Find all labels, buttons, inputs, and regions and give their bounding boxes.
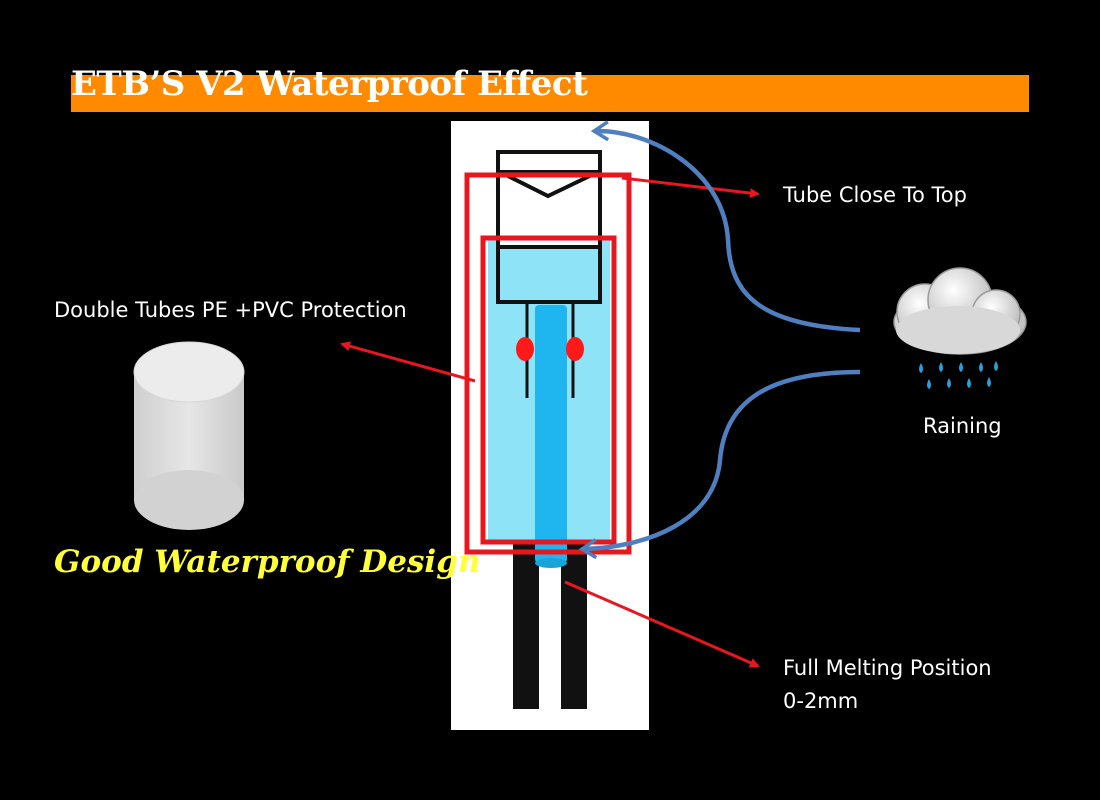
arrow-tube-close-to-top (621, 176, 760, 199)
left-red-dot (516, 337, 534, 361)
rain-cloud-icon (893, 267, 1027, 389)
outer-tube-outline (464, 172, 632, 555)
rain-flow-arrow-bottom (578, 369, 861, 560)
label-full-melting-line1: Full Melting Position (783, 656, 992, 680)
arrow-full-melting (564, 580, 760, 668)
component-head-lower (496, 245, 602, 304)
arrow-double-tubes (340, 341, 476, 383)
slide-title: ETB’S V2 Waterproof Effect (71, 64, 588, 104)
label-tube-close-to-top: Tube Close To Top (783, 183, 967, 207)
rain-flow-arrow-top (590, 120, 861, 333)
label-raining: Raining (923, 414, 1002, 438)
title-bar (71, 75, 1029, 112)
right-red-dot (566, 337, 584, 361)
tagline: Good Waterproof Design (54, 544, 481, 580)
label-double-tubes: Double Tubes PE +PVC Protection (54, 298, 407, 322)
component-head-chevron (499, 170, 599, 199)
blue-core (535, 305, 567, 563)
cylinder-icon (133, 341, 245, 530)
blue-core-tip (535, 558, 567, 568)
inner-tube-outline (480, 235, 617, 545)
label-full-melting-line2: 0-2mm (783, 689, 859, 713)
